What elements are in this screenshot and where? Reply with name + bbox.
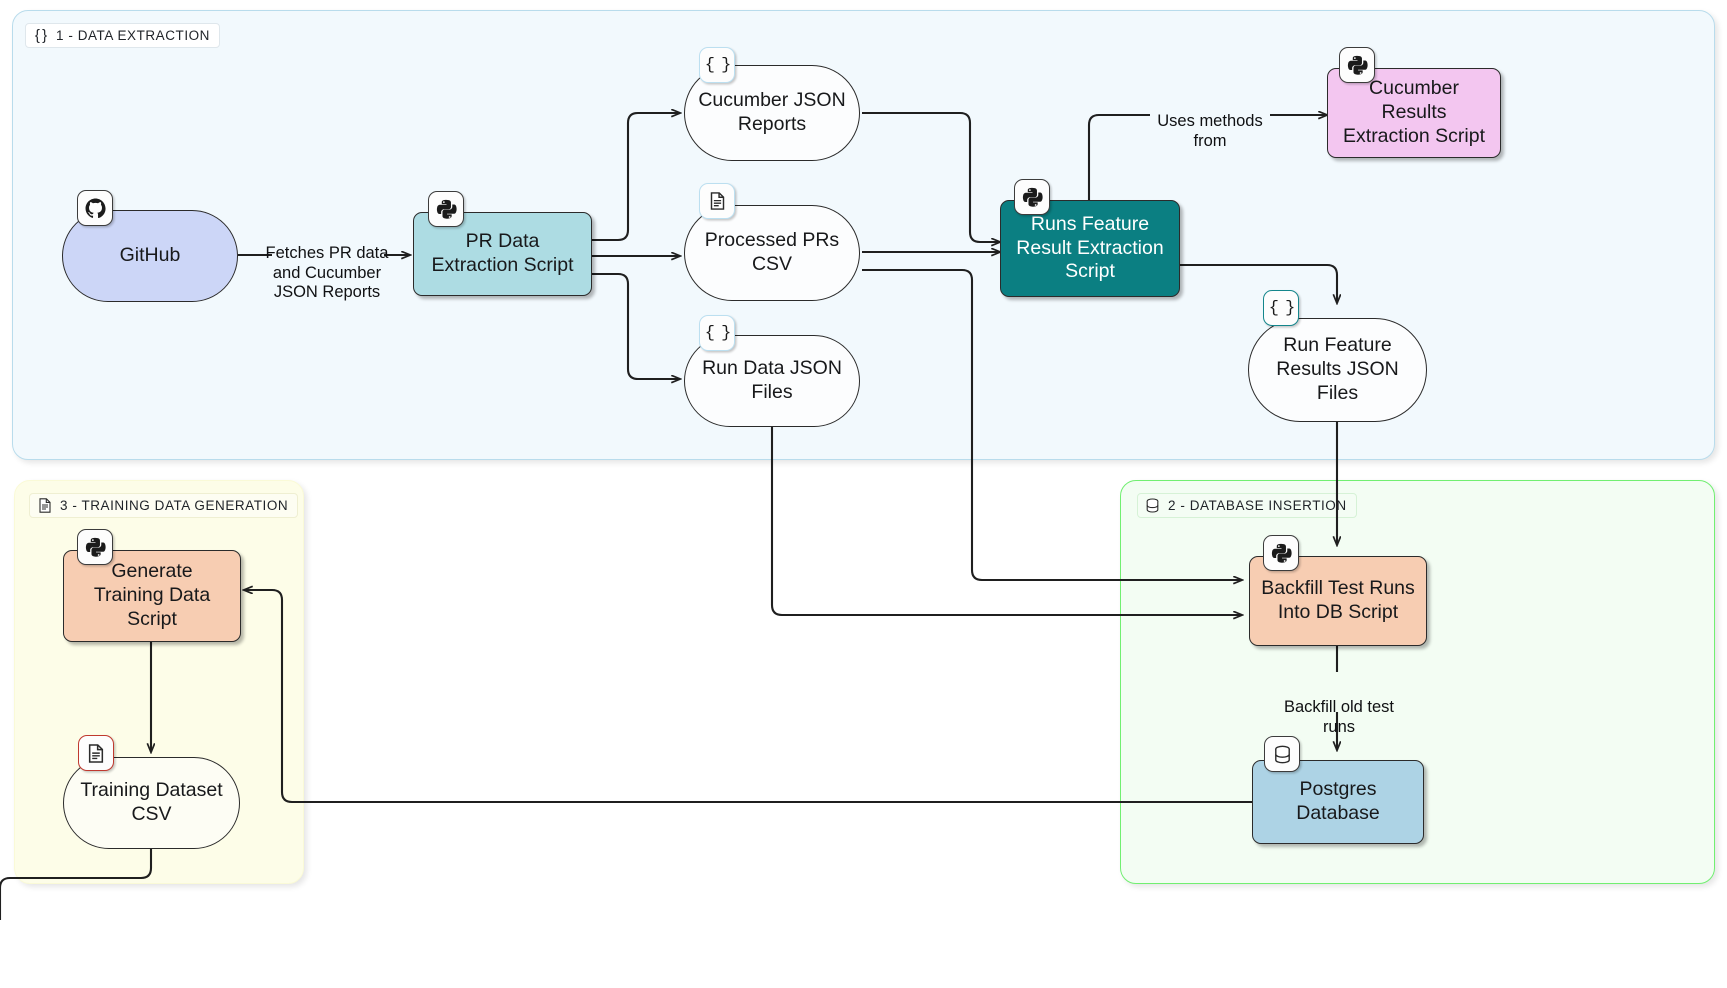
document-icon [699,183,735,219]
node-label: Generate Training Data Script [93,560,211,630]
node-label: Cucumber Results Extraction Script [1343,77,1485,147]
node-label: GitHub [119,244,181,267]
node-label: PR Data Extraction Script [431,230,574,276]
node-run-feature-results-json-files[interactable]: Run Feature Results JSON Files [1248,318,1427,422]
edge-label-uses-methods-from: Uses methods from [1148,92,1272,151]
json-braces-icon: { } [699,315,735,351]
node-label: Run Data JSON Files [702,357,842,403]
json-braces-icon: { } [1263,290,1299,326]
json-braces-icon: { } [699,47,735,83]
node-label: Postgres Database [1296,778,1380,824]
json-braces-icon: { } [34,27,47,44]
node-training-dataset-csv[interactable]: Training Dataset CSV [63,757,240,849]
python-icon [1339,47,1375,83]
group-label-data-extraction: { } 1 - DATA EXTRACTION [25,23,220,48]
python-icon [428,191,464,227]
database-icon [1145,498,1160,513]
node-label: Runs Feature Result Extraction Script [1016,212,1164,283]
node-cucumber-results-extraction-script[interactable]: Cucumber Results Extraction Script [1327,68,1501,158]
document-icon [78,735,114,771]
group-label-database-insertion: 2 - DATABASE INSERTION [1137,493,1357,518]
edge-label-text: Backfill old test runs [1283,697,1395,736]
database-icon [1264,736,1300,772]
python-icon [77,529,113,565]
node-processed-prs-csv[interactable]: Processed PRs CSV [684,205,860,301]
github-icon [77,190,113,226]
node-label: Backfill Test Runs Into DB Script [1261,577,1415,623]
document-icon [37,498,52,513]
node-postgres-database[interactable]: Postgres Database [1252,760,1424,844]
edge-label-backfill-old-test-runs: Backfill old test runs [1276,678,1402,737]
edge-label-text: Fetches PR data and Cucumber JSON Report… [265,243,389,302]
node-label: Cucumber JSON Reports [698,89,846,135]
group-label-text: 3 - TRAINING DATA GENERATION [60,498,289,513]
group-label-text: 1 - DATA EXTRACTION [56,28,210,43]
node-label: Run Feature Results JSON Files [1276,334,1399,404]
node-runs-feature-result-extraction-script[interactable]: Runs Feature Result Extraction Script [1000,200,1180,297]
python-icon [1014,179,1050,215]
node-label: Training Dataset CSV [80,779,223,825]
edge-label-fetch: Fetches PR data and Cucumber JSON Report… [262,224,392,303]
node-run-data-json-files[interactable]: Run Data JSON Files [684,335,860,427]
node-backfill-test-runs-into-db-script[interactable]: Backfill Test Runs Into DB Script [1249,556,1427,646]
group-label-training-data-generation: 3 - TRAINING DATA GENERATION [29,493,299,518]
python-icon [1263,535,1299,571]
group-label-text: 2 - DATABASE INSERTION [1168,498,1347,513]
node-generate-training-data-script[interactable]: Generate Training Data Script [63,550,241,642]
node-label: Processed PRs CSV [704,229,840,275]
edge-label-text: Uses methods from [1157,111,1263,150]
